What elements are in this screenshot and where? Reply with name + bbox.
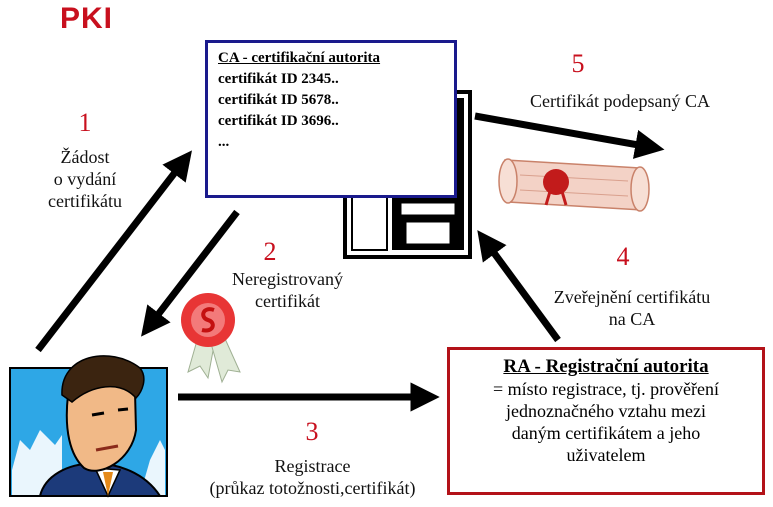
ca-title: CA - certifikační autorita bbox=[218, 50, 381, 66]
ra-box: RA - Registrační autorita = místo regist… bbox=[447, 347, 765, 495]
step-1-label: Žádost o vydání certifikátu bbox=[20, 146, 150, 212]
step-4-label-line: Zveřejnění certifikátu bbox=[553, 287, 711, 307]
ra-title: RA - Registrační autorita bbox=[503, 356, 709, 377]
step-5-number: 5 bbox=[571, 49, 585, 78]
step-5-label: Certifikát podepsaný CA bbox=[490, 90, 750, 112]
step-3-label-line: (průkaz totožnosti,certifikát) bbox=[209, 478, 416, 498]
step-1-label-line: o vydání bbox=[53, 169, 117, 189]
ra-description-line: jednoznačného vztahu mezi bbox=[506, 401, 706, 421]
step-2-label-line: certifikát bbox=[255, 291, 320, 311]
step-2-label: Neregistrovaný certifikát bbox=[215, 268, 360, 312]
ca-certificate-line: certifikát ID 3696.. bbox=[218, 113, 339, 129]
arrow-1-request bbox=[35, 150, 192, 353]
certificate-scroll-icon bbox=[498, 158, 650, 212]
arrow-5-signed bbox=[474, 112, 665, 159]
wax-seal-icon bbox=[181, 293, 241, 384]
page-title: PKI bbox=[60, 2, 114, 35]
step-3-label-line: Registrace bbox=[274, 456, 351, 476]
user-avatar-icon bbox=[9, 355, 168, 498]
ca-certificate-line: certifikát ID 5678.. bbox=[218, 92, 339, 108]
step-2-number: 2 bbox=[263, 237, 277, 266]
step-4-label: Zveřejnění certifikátu na CA bbox=[537, 286, 727, 330]
step-4-number: 4 bbox=[616, 242, 630, 271]
arrow-2-unregistered bbox=[141, 209, 240, 337]
ra-description-line: daným certifikátem a jeho bbox=[511, 423, 701, 443]
ra-description-line: = místo registrace, tj. prověření bbox=[492, 379, 720, 399]
step-3-label: Registrace (průkaz totožnosti,certifikát… bbox=[170, 455, 455, 499]
ca-ellipsis: ... bbox=[218, 134, 230, 150]
step-1-label-line: Žádost bbox=[60, 147, 110, 167]
step-1-number: 1 bbox=[78, 108, 92, 137]
ca-box: CA - certifikační autorita certifikát ID… bbox=[205, 40, 457, 198]
step-1-label-line: certifikátu bbox=[48, 191, 122, 211]
step-5-label-line: Certifikát podepsaný CA bbox=[530, 91, 710, 111]
step-2-label-line: Neregistrovaný bbox=[232, 269, 343, 289]
ra-description-line: uživatelem bbox=[566, 445, 646, 465]
step-4-label-line: na CA bbox=[608, 309, 656, 329]
ra-description: = místo registrace, tj. prověření jednoz… bbox=[456, 378, 756, 466]
ca-certificate-line: certifikát ID 2345.. bbox=[218, 71, 339, 87]
arrow-4-publish bbox=[477, 230, 561, 343]
step-3-number: 3 bbox=[305, 417, 319, 446]
